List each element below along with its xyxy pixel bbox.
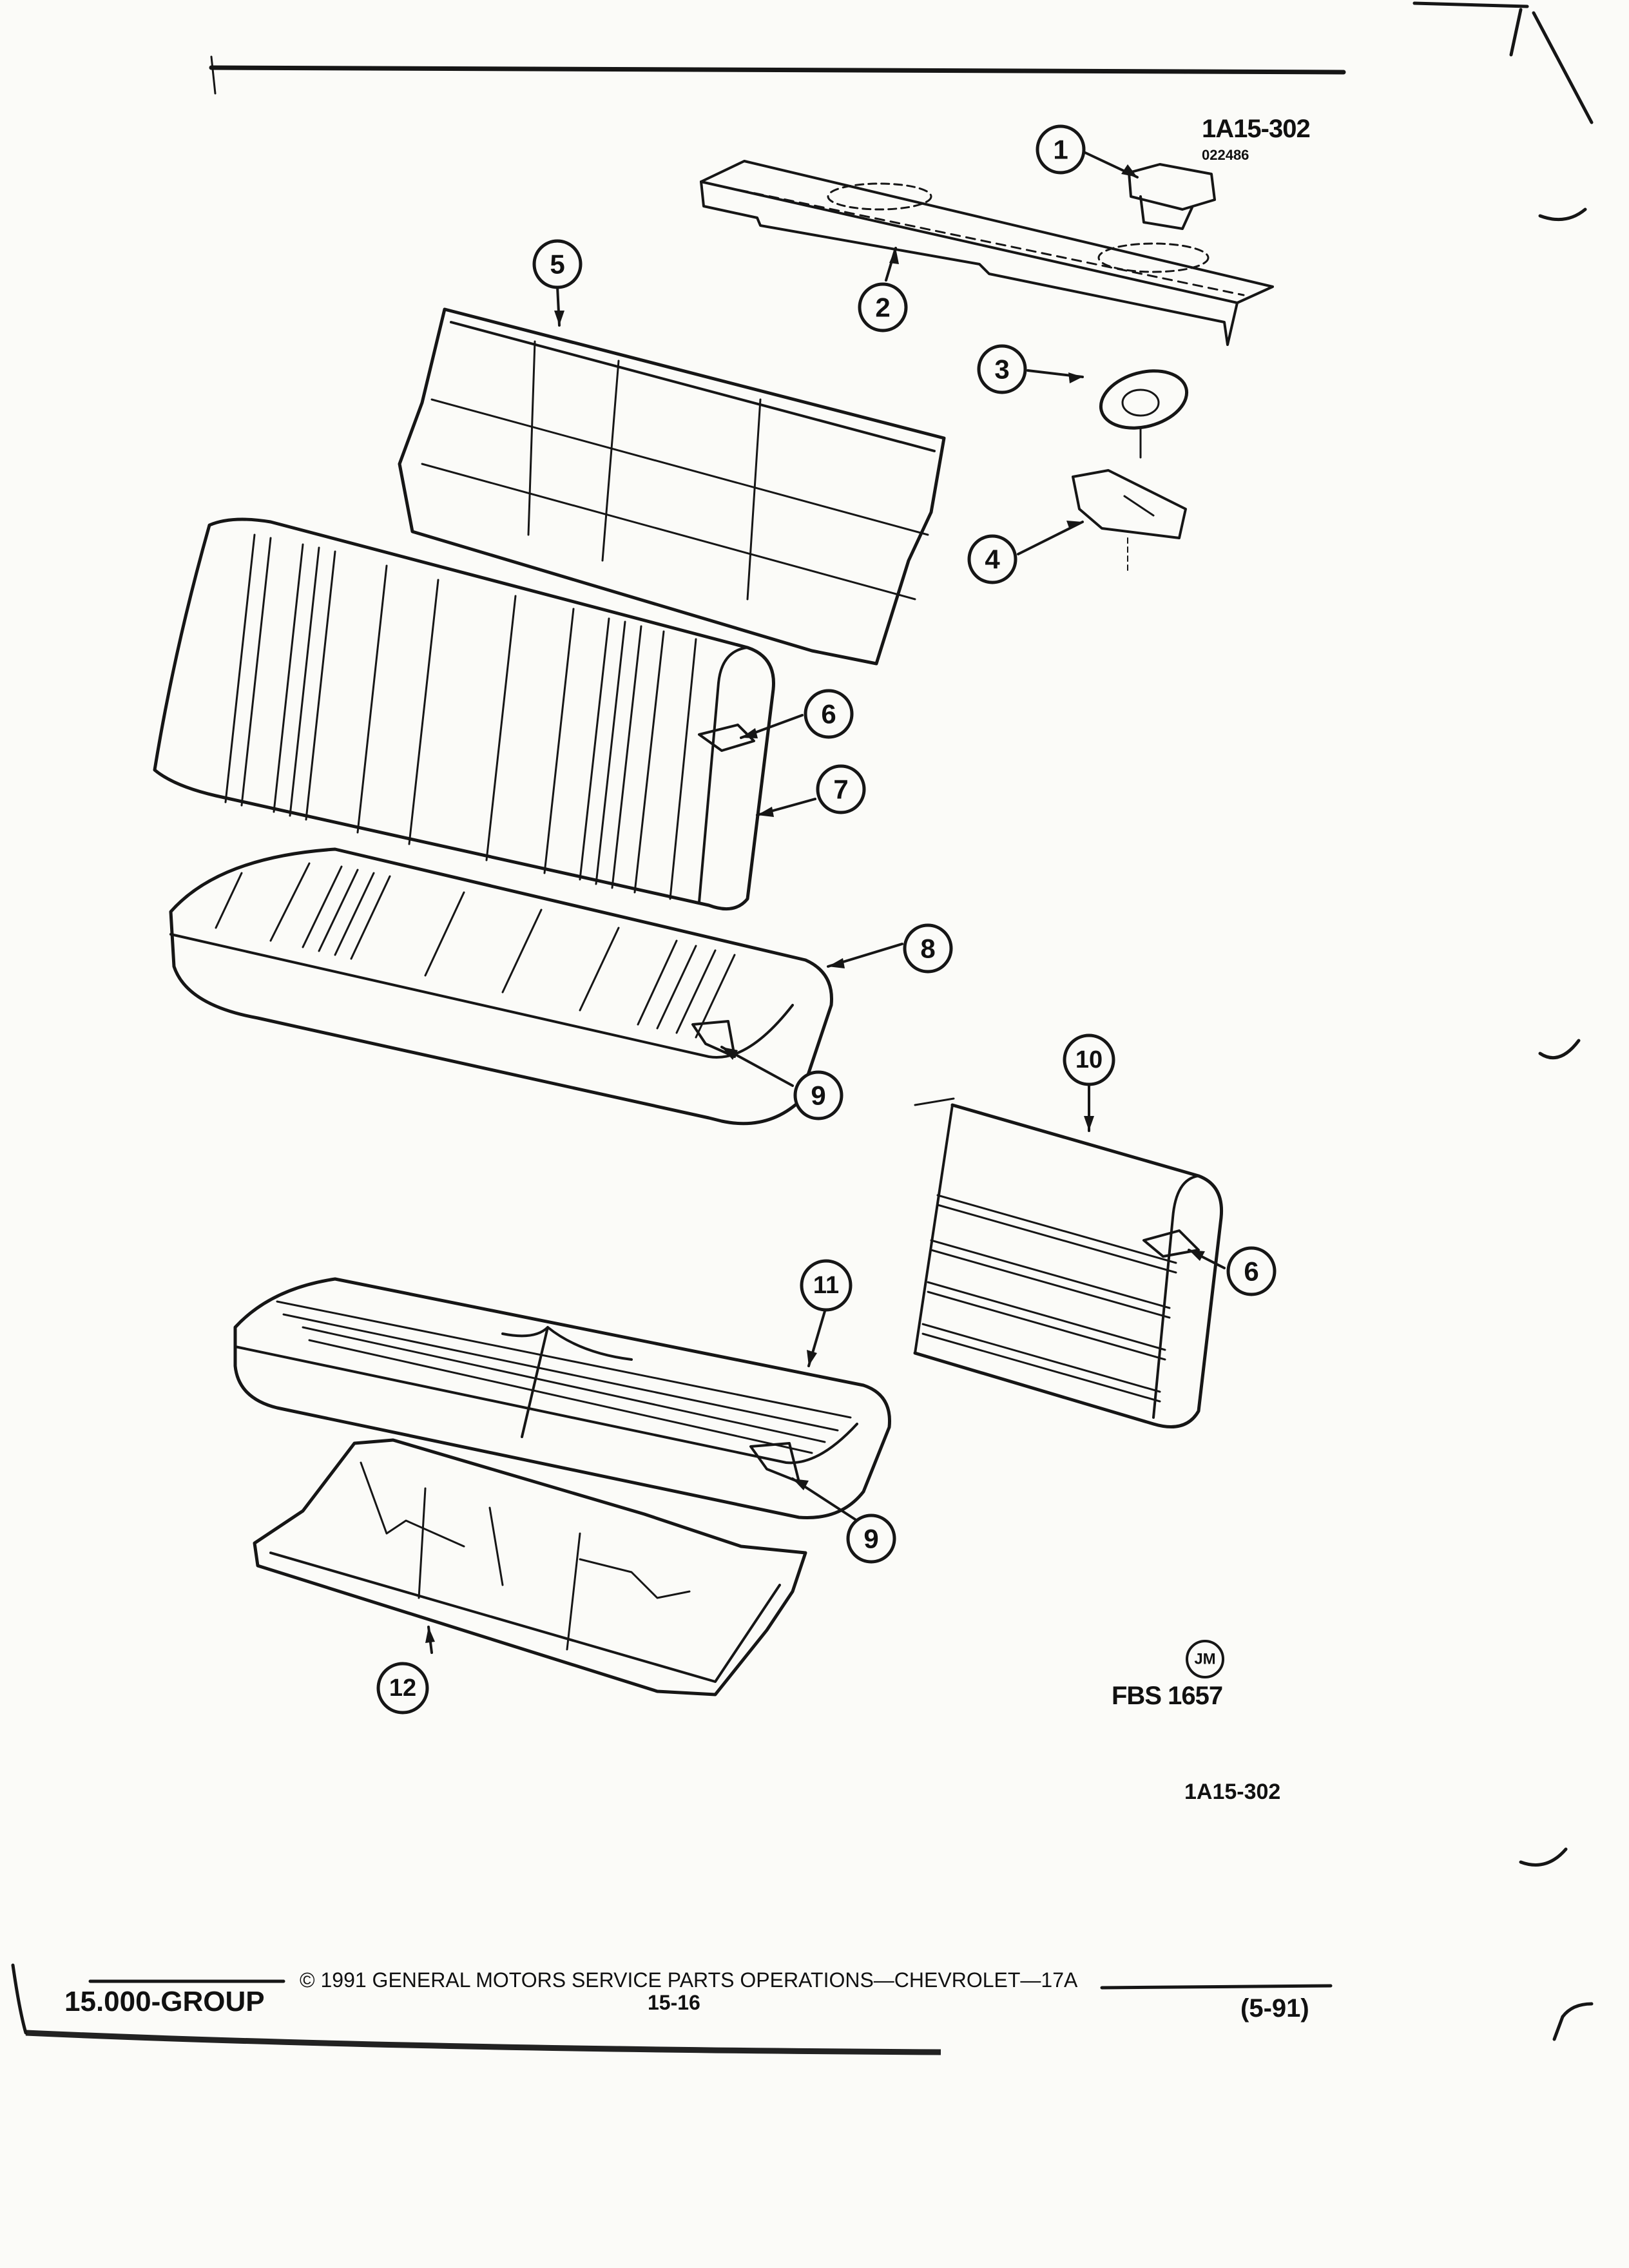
date-code: (5-91) xyxy=(1240,1994,1309,2023)
callout-11: 11 xyxy=(800,1259,853,1312)
svg-text:12: 12 xyxy=(389,1675,416,1702)
group-label: 15.000-GROUP xyxy=(64,1986,265,2017)
callout-9-upper: 9 xyxy=(793,1070,843,1120)
header-rule xyxy=(209,65,1346,75)
svg-text:5: 5 xyxy=(550,249,564,280)
scan-smudge-bottom xyxy=(25,2030,941,2055)
rear-seat-back xyxy=(153,517,775,911)
footer-rule-right xyxy=(1100,1984,1333,1990)
callout-6-lower: 6 xyxy=(1226,1246,1277,1296)
callout-3: 3 xyxy=(977,344,1027,394)
callout-5: 5 xyxy=(532,239,583,289)
rear-seat-cushion xyxy=(169,847,833,1126)
figure-ref-top-sub: 022486 xyxy=(1202,147,1249,163)
artist-mark: JM xyxy=(1186,1640,1224,1678)
svg-text:8: 8 xyxy=(920,934,935,964)
callout-1: 1 xyxy=(1036,124,1086,175)
callout-6-upper: 6 xyxy=(804,689,854,739)
svg-text:1: 1 xyxy=(1053,135,1068,165)
speaker xyxy=(1099,369,1189,459)
split-seat-cushion xyxy=(233,1277,891,1519)
copyright-line: © 1991 GENERAL MOTORS SERVICE PARTS OPER… xyxy=(300,1968,1078,1992)
fbs-code: FBS 1657 xyxy=(1112,1682,1223,1710)
callout-10: 10 xyxy=(1063,1033,1115,1086)
seat-back-frame xyxy=(398,307,946,666)
callout-4: 4 xyxy=(967,534,1017,584)
scan-margin-marks xyxy=(11,1,1594,2041)
callout-7: 7 xyxy=(816,764,866,814)
arrow-heads xyxy=(425,164,1205,1643)
svg-text:9: 9 xyxy=(811,1081,825,1111)
figure-ref-top: 1A15-302 xyxy=(1202,115,1311,143)
svg-text:6: 6 xyxy=(1244,1256,1258,1287)
svg-text:4: 4 xyxy=(985,544,1000,575)
svg-text:9: 9 xyxy=(863,1524,878,1554)
callout-2: 2 xyxy=(858,282,908,332)
header-rule-tick xyxy=(210,55,217,95)
speaker-bracket xyxy=(1072,469,1187,574)
callout-8: 8 xyxy=(903,923,953,974)
rear-shelf-panel xyxy=(700,160,1274,346)
split-seat-back xyxy=(913,1097,1224,1428)
svg-text:10: 10 xyxy=(1075,1046,1103,1073)
trim-tag xyxy=(698,724,755,752)
seat-cushion-frame xyxy=(253,1438,807,1696)
svg-text:3: 3 xyxy=(994,354,1009,385)
speaker-cover xyxy=(1128,163,1216,230)
svg-text:7: 7 xyxy=(833,774,848,805)
figure-ref-bottom: 1A15-302 xyxy=(1184,1780,1281,1804)
svg-text:2: 2 xyxy=(875,293,890,323)
callout-9-lower: 9 xyxy=(846,1514,896,1564)
callout-12: 12 xyxy=(376,1662,429,1715)
svg-text:11: 11 xyxy=(813,1272,839,1299)
page-number: 15-16 xyxy=(648,1991,700,2014)
svg-text:JM: JM xyxy=(1194,1651,1215,1668)
svg-text:6: 6 xyxy=(821,699,836,729)
